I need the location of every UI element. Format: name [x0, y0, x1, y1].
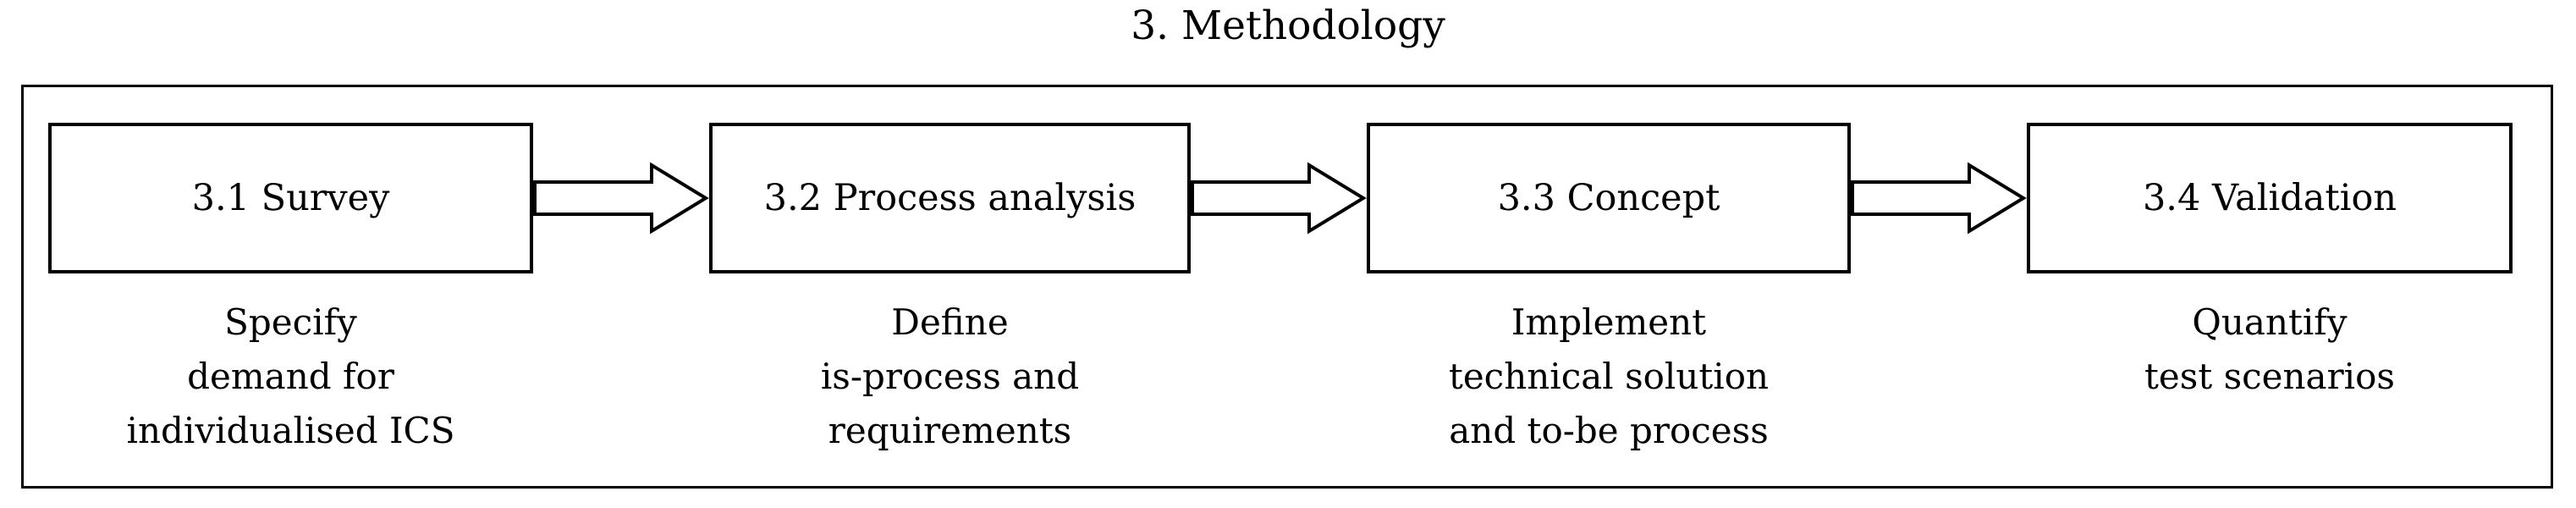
- figure-title: 3. Methodology: [1131, 3, 1445, 49]
- step-box-process-analysis: 3.2 Process analysis: [709, 123, 1191, 273]
- flow-arrow-icon: [1191, 162, 1367, 235]
- step-label-survey: 3.1 Survey: [191, 177, 390, 219]
- step-caption-validation: Quantify test scenarios: [2144, 301, 2395, 397]
- flow-arrow-icon: [1851, 162, 2027, 235]
- step-caption-concept: Implement technical solution and to-be p…: [1448, 301, 1770, 451]
- flow-arrow-icon: [533, 162, 709, 235]
- step-label-validation: 3.4 Validation: [2142, 177, 2397, 219]
- step-caption-process-analysis: Define is-process and requirements: [820, 301, 1080, 451]
- step-caption-survey: Specify demand for individualised ICS: [126, 301, 455, 451]
- step-box-concept: 3.3 Concept: [1367, 123, 1851, 273]
- step-label-process-analysis: 3.2 Process analysis: [763, 177, 1137, 219]
- step-label-concept: 3.3 Concept: [1497, 177, 1720, 219]
- step-box-validation: 3.4 Validation: [2027, 123, 2513, 273]
- step-box-survey: 3.1 Survey: [48, 123, 533, 273]
- methodology-frame: 3.1 Survey Specify demand for individual…: [21, 85, 2553, 489]
